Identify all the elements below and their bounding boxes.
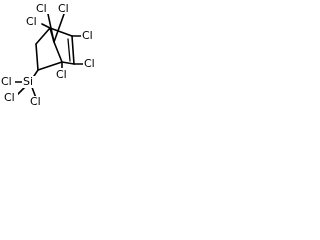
atom-cl-bridge-b: Cl [58,2,69,15]
atom-cl-bridgehead: Cl [56,68,67,81]
atom-labels: Cl Cl Cl Cl Cl Cl Si Cl Cl Cl [1,2,98,108]
atom-cl-right: Cl [84,57,95,70]
atom-si-cl-c: Cl [30,95,41,108]
bond-c2-c3-double [67,38,71,62]
structure-canvas: Cl Cl Cl Cl Cl Cl Si Cl Cl Cl [0,0,100,110]
bond-c1-c2 [49,27,73,37]
molecule-structure: Cl Cl Cl Cl Cl Cl Si Cl Cl Cl [1,2,98,108]
bond-c5-c4 [37,61,63,71]
atom-si: Si [23,75,33,88]
bond-c7-cl-a [47,13,55,43]
atom-cl-bridge-a: Cl [36,2,47,15]
bond-c1-c6 [35,27,51,45]
bond-c7-cl-b [53,13,65,43]
bond-c1-cl [41,23,51,29]
atom-cl-top-left: Cl [26,15,37,28]
atom-si-cl-b: Cl [4,91,15,104]
bond-c6-c5 [35,43,39,71]
bond-c7-c4 [53,41,63,63]
atom-cl-top-right: Cl [82,29,93,42]
bond-c3-c4 [61,61,75,65]
atom-si-cl-a: Cl [1,75,12,88]
bond-c2-c3 [71,35,75,65]
